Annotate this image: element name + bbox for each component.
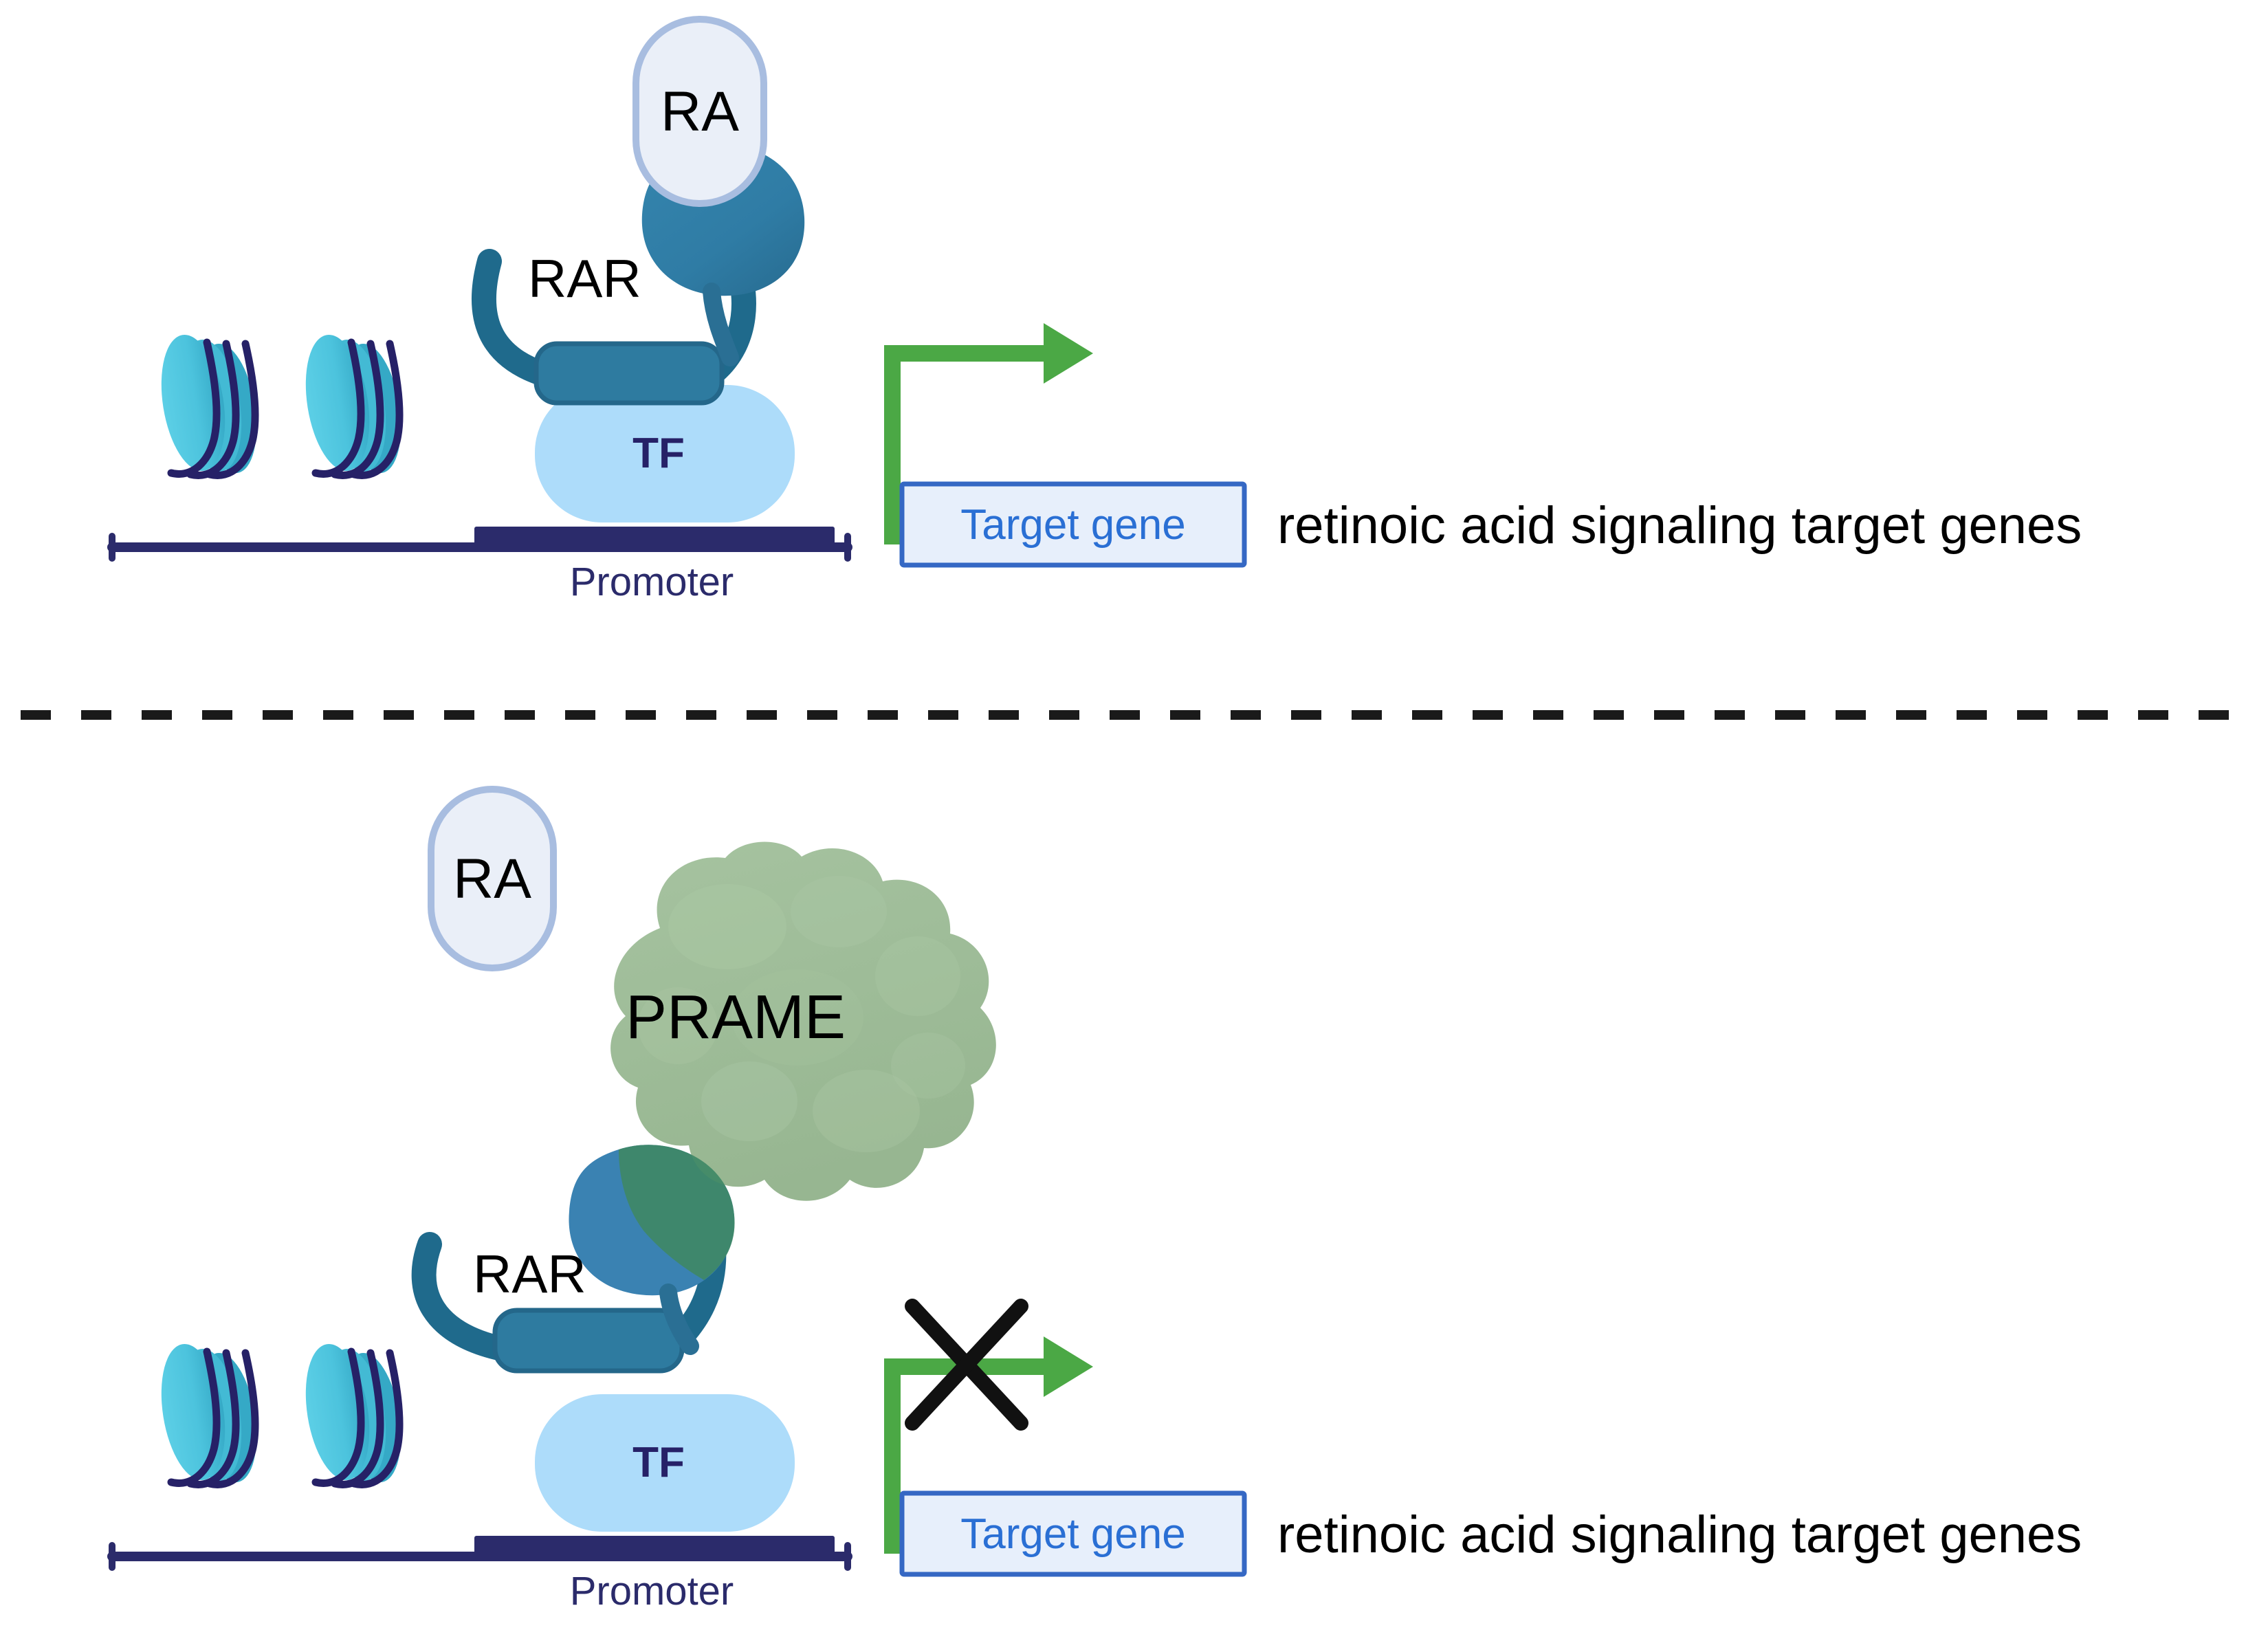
target-gene-box-bottom[interactable]: Target gene [899,1490,1247,1577]
prame-rar-overlap [619,1145,735,1280]
promoter-bar-bottom [474,1536,835,1559]
promoter-label-top: Promoter [570,560,734,604]
ra-ligand-bottom[interactable]: RA [428,786,557,971]
rar-label-top: RAR [528,248,641,309]
target-gene-label-bottom: Target gene [960,1510,1185,1558]
ra-label-bottom: RA [453,848,531,910]
rar-label-bottom: RAR [473,1244,586,1304]
tf-label-top: TF [632,430,685,477]
target-gene-rect-bottom [899,1490,1247,1577]
rar-dbd-bottom [492,1308,685,1374]
target-gene-label-top: Target gene [960,501,1185,549]
promoter-bar-top [474,527,835,550]
caption-top: retinoic acid signaling target genes [1277,496,2082,555]
panel-blocked: Promoter TF RAR PRAME [107,786,2082,1614]
x-cross-icon [905,1299,1028,1431]
caption-bottom: retinoic acid signaling target genes [1277,1506,2082,1564]
rar-dbd-top [533,341,725,406]
panel-active: Promoter TF RAR RA [107,16,2082,604]
ra-ligand-top[interactable]: RA [632,16,767,207]
prame-label: PRAME [626,983,846,1052]
tf-shape-top [535,385,795,522]
nucleosome-group-bottom [153,1339,409,1486]
nucleosome-group-top [153,330,409,477]
transcription-arrow-bottom [884,1336,1093,1554]
target-gene-rect-top [899,481,1247,568]
tf-label-bottom: TF [632,1439,685,1486]
transcription-arrow-top [884,323,1093,544]
ra-capsule-top [632,16,767,207]
ra-capsule-bottom [428,786,557,971]
promoter-label-bottom: Promoter [570,1569,734,1614]
target-gene-box-top[interactable]: Target gene [899,481,1247,568]
rar-receptor-top: RAR [471,145,805,406]
tf-shape-bottom [535,1394,795,1532]
ra-label-top: RA [661,80,739,143]
